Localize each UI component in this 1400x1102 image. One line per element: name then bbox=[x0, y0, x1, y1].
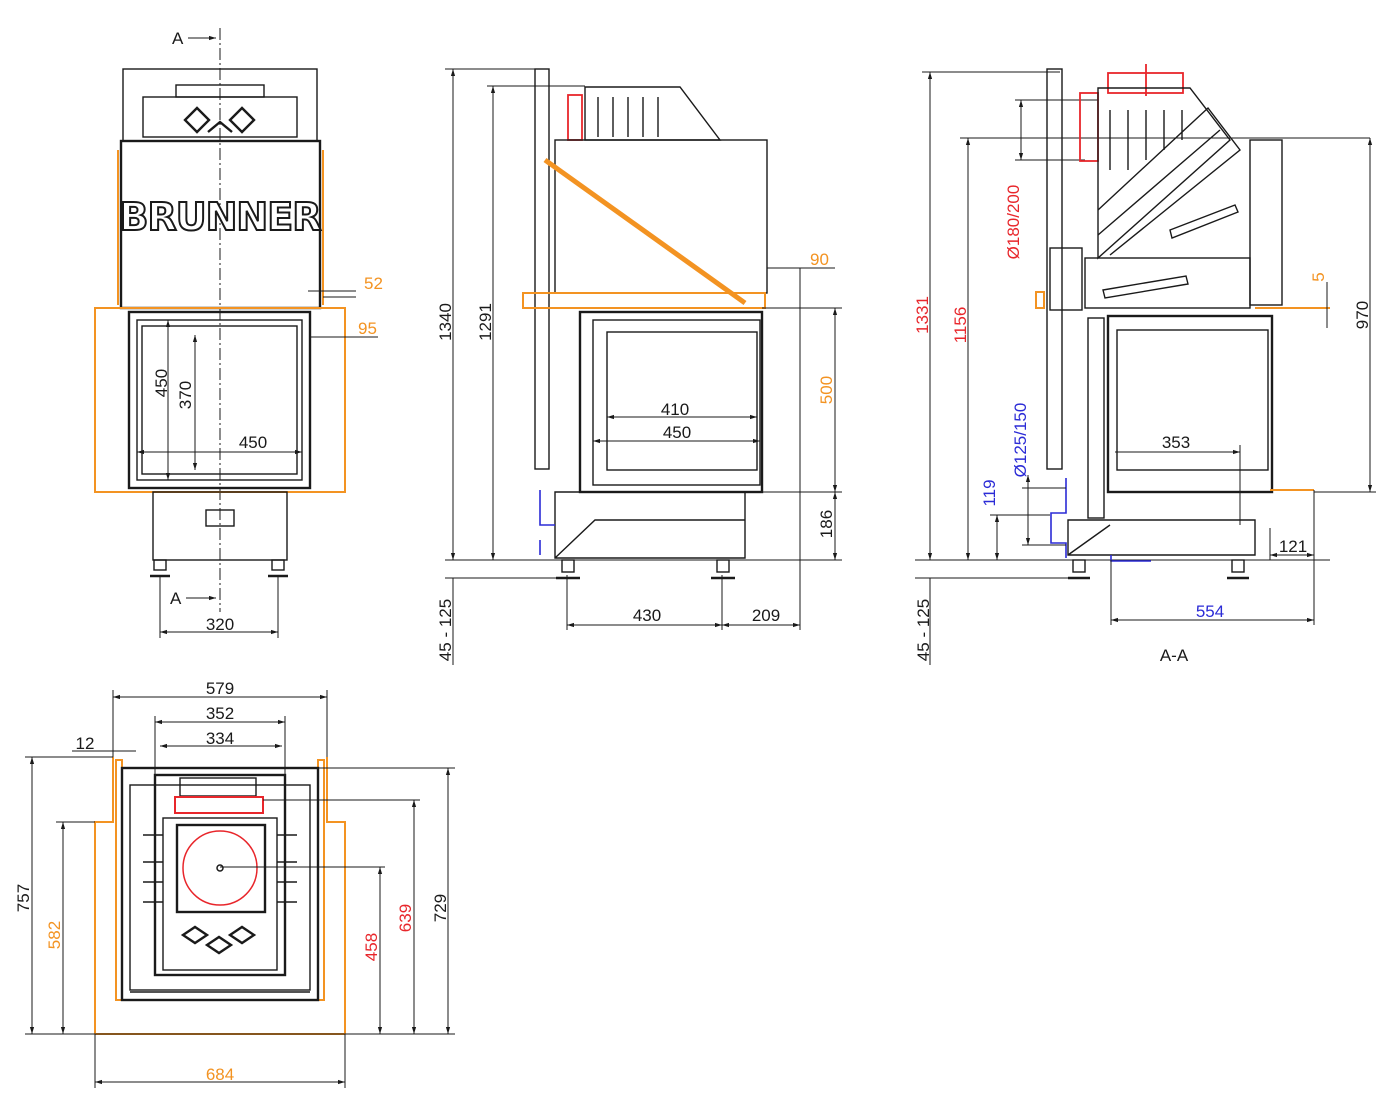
dim-frame-height: 970 bbox=[1353, 301, 1372, 329]
brunner-logo: BRUNNER bbox=[120, 195, 322, 239]
top-hood bbox=[567, 86, 722, 141]
plan-view: 579 352 334 12 757 582 458 639 729 bbox=[14, 679, 455, 1088]
dim-side-offset: 95 bbox=[358, 319, 377, 338]
dim-front-overhang: 209 bbox=[752, 606, 780, 625]
section-label: A bbox=[170, 589, 182, 608]
dim-front-depth: 121 bbox=[1279, 537, 1307, 556]
dim-flue-diameter: Ø180/200 bbox=[1004, 185, 1023, 260]
dim-flue-center-height: 1156 bbox=[951, 307, 970, 344]
rear-plate bbox=[534, 68, 550, 470]
dim-feet-spacing: 320 bbox=[206, 615, 234, 634]
section-base bbox=[1050, 478, 1256, 580]
dim-opening-height: 500 bbox=[817, 376, 836, 404]
dim-total-depth: 757 bbox=[14, 884, 33, 912]
dim-strip: 12 bbox=[76, 734, 95, 753]
dim-depth-feet: 430 bbox=[633, 606, 661, 625]
section-hood bbox=[1079, 64, 1241, 260]
dim-flue-height: 1291 bbox=[476, 303, 495, 341]
base bbox=[150, 491, 288, 578]
side-body bbox=[554, 139, 768, 294]
side-base bbox=[539, 490, 746, 580]
dim-top-offset: 90 bbox=[810, 250, 829, 269]
dim-inner-width: 352 bbox=[206, 704, 234, 723]
dim-air-diameter: Ø125/150 bbox=[1011, 403, 1030, 478]
section-view: 1331 1156 Ø180/200 45 - 125 bbox=[913, 64, 1376, 665]
dim-air-depth: 554 bbox=[1196, 602, 1224, 621]
dim-glass-height: 370 bbox=[176, 381, 195, 409]
dim-outer-width: 579 bbox=[206, 679, 234, 698]
dim-opening-width: 450 bbox=[663, 423, 691, 442]
front-view: A A BRUNNER bbox=[94, 28, 383, 638]
clearance-marks bbox=[1255, 307, 1330, 491]
section-firebox bbox=[1087, 314, 1274, 519]
section-body bbox=[1084, 257, 1251, 309]
section-label: A bbox=[172, 29, 184, 48]
dim-total-height: 1340 bbox=[436, 303, 455, 341]
dim-flue-back-depth: 639 bbox=[396, 904, 415, 932]
control-box bbox=[1049, 247, 1083, 311]
dim-firebox-depth: 353 bbox=[1162, 433, 1190, 452]
dim-body-depth: 729 bbox=[431, 894, 450, 922]
firebox bbox=[127, 310, 312, 490]
dim-feet-adjust: 45 - 125 bbox=[436, 599, 455, 661]
section-title: A-A bbox=[1160, 646, 1189, 665]
side-view: 1340 1291 45 - 125 410 450 bbox=[436, 68, 842, 665]
side-panel bbox=[1249, 139, 1283, 306]
baffle bbox=[1102, 275, 1189, 299]
support-bar bbox=[522, 292, 766, 309]
plan-body bbox=[120, 766, 320, 1002]
door-strut bbox=[543, 157, 747, 306]
dim-opening-height: 450 bbox=[152, 369, 171, 397]
dim-glass-width: 334 bbox=[206, 729, 234, 748]
side-dimensions: 410 450 90 500 186 430 209 bbox=[566, 250, 842, 630]
orange-marker bbox=[1035, 291, 1045, 309]
dim-side-strip: 52 bbox=[364, 274, 383, 293]
plan-dimensions: 579 352 334 12 757 582 458 639 729 bbox=[14, 679, 455, 1088]
section-marker-top: A bbox=[172, 29, 216, 48]
dim-air-height: 119 bbox=[980, 479, 999, 506]
dim-gap: 5 bbox=[1309, 272, 1328, 281]
section-dimensions: 5 970 Ø125/150 119 353 121 554 bbox=[980, 138, 1376, 625]
dim-opening-width: 450 bbox=[239, 433, 267, 452]
dim-glass-width: 410 bbox=[661, 400, 689, 419]
stove-body: BRUNNER bbox=[117, 139, 324, 310]
dim-base-height: 186 bbox=[817, 510, 836, 538]
rear-plate bbox=[1046, 68, 1063, 470]
dim-feet-adjust: 45 - 125 bbox=[914, 599, 933, 661]
dim-niche-depth: 582 bbox=[45, 921, 64, 949]
dim-flue-center-depth: 458 bbox=[362, 933, 381, 961]
front-dimensions: 450 370 450 320 52 95 bbox=[137, 274, 383, 638]
section-marker-bottom: A bbox=[170, 589, 216, 608]
dim-niche-width: 684 bbox=[206, 1065, 234, 1084]
dim-total-height: 1331 bbox=[913, 296, 932, 334]
